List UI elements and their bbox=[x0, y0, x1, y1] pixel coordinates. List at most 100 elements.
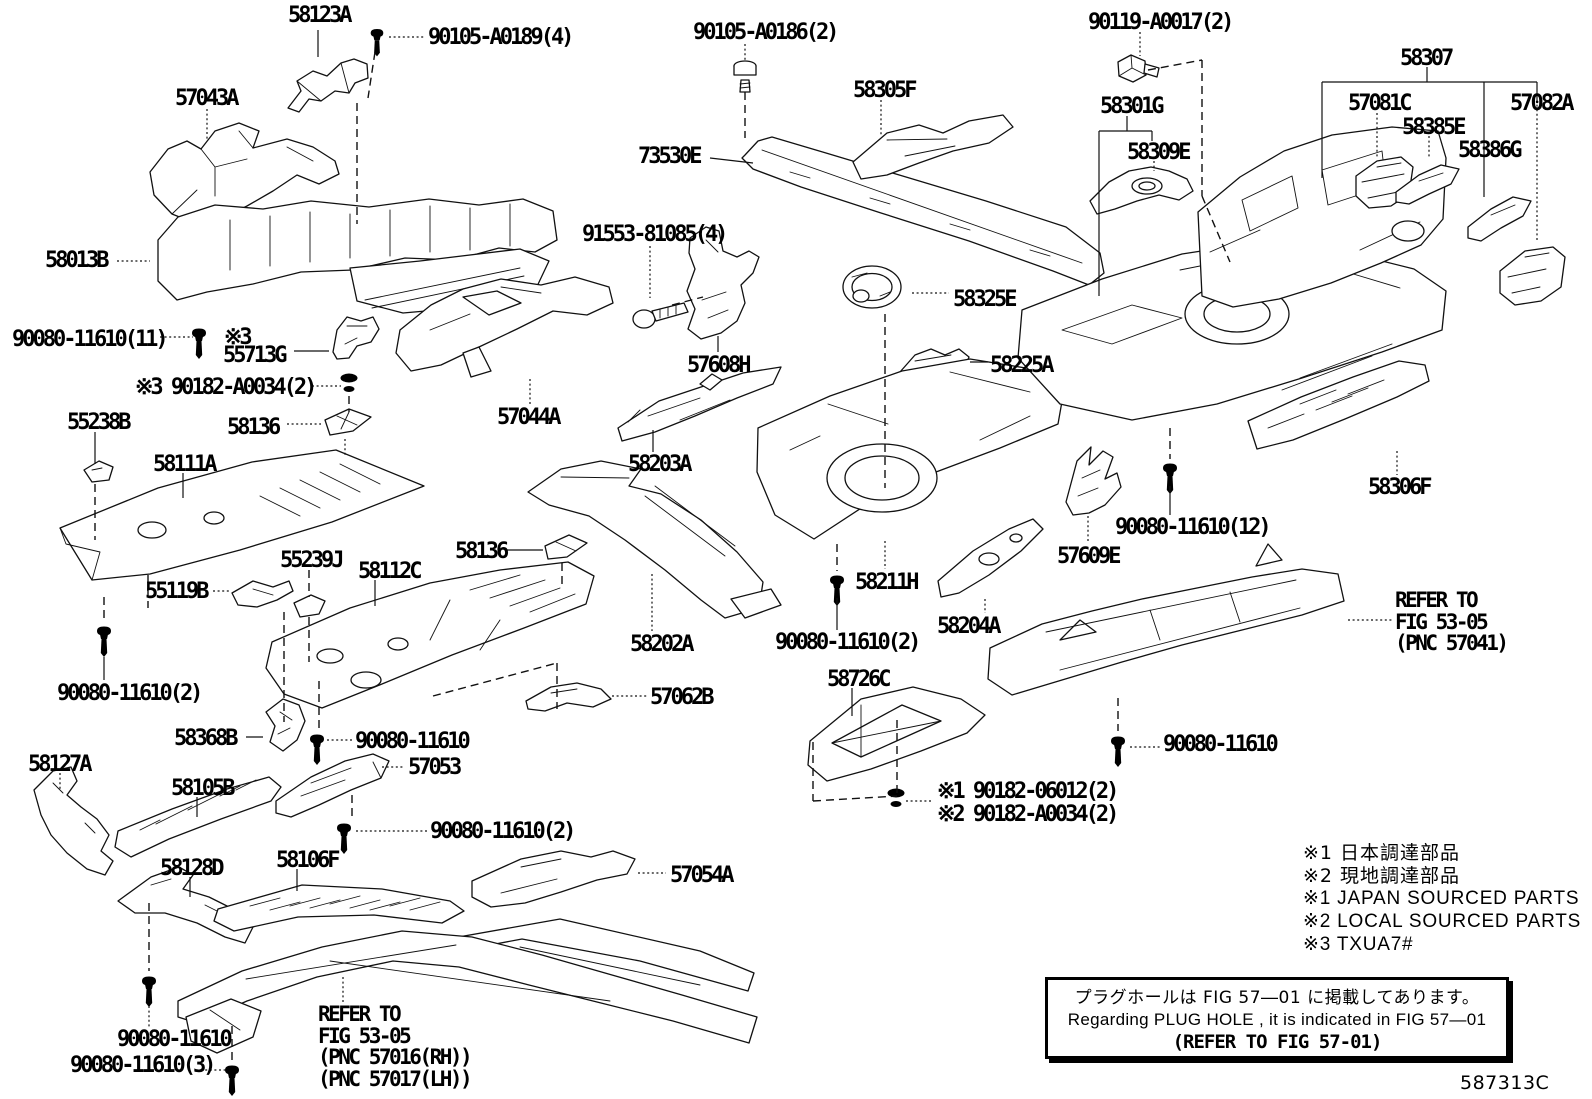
part-58368b-drawing bbox=[265, 698, 306, 752]
part-label-57044a[interactable]: 57044A bbox=[497, 405, 562, 430]
part-label-58013b[interactable]: 58013B bbox=[45, 248, 110, 273]
part-label-58106f[interactable]: 58106F bbox=[276, 848, 341, 873]
part-label-58127a[interactable]: 58127A bbox=[28, 752, 93, 777]
note-jp-1: ※1 日本調達部品 bbox=[1303, 842, 1461, 864]
part-label-90080-11610[interactable]: 90080-11610 bbox=[355, 729, 471, 754]
part-58202a-drawing bbox=[527, 460, 782, 619]
part-label-58325e[interactable]: 58325E bbox=[953, 287, 1018, 312]
part-label-90105-a0186-2[interactable]: 90105-A0186(2) bbox=[693, 20, 839, 45]
part-58136-front-drawing bbox=[324, 408, 372, 436]
part-label-1-90182-06012-2[interactable]: ※1 90182-06012(2) bbox=[937, 779, 1119, 804]
part-label-57054a[interactable]: 57054A bbox=[670, 863, 735, 888]
part-label-90080-11610-2[interactable]: 90080-11610(2) bbox=[430, 819, 576, 844]
part-label-58225a[interactable]: 58225A bbox=[990, 353, 1055, 378]
part-58306f-drawing bbox=[1247, 360, 1430, 450]
part-label-58204a[interactable]: 58204A bbox=[937, 614, 1002, 639]
part-label-58123a[interactable]: 58123A bbox=[288, 3, 353, 28]
part-label-58202a[interactable]: 58202A bbox=[630, 632, 695, 657]
part-label-3-90182-a0034-2[interactable]: ※3 90182-A0034(2) bbox=[135, 375, 317, 400]
part-label-55119b[interactable]: 55119B bbox=[145, 579, 210, 604]
part-label-57082a[interactable]: 57082A bbox=[1510, 91, 1575, 116]
part-label-90080-11610-2[interactable]: 90080-11610(2) bbox=[57, 681, 203, 706]
part-label-58385e[interactable]: 58385E bbox=[1402, 115, 1467, 140]
part-label-57062b[interactable]: 57062B bbox=[650, 685, 715, 710]
part-label-55238b[interactable]: 55238B bbox=[67, 410, 132, 435]
part-label-58211h[interactable]: 58211H bbox=[855, 570, 920, 595]
part-label-55239j[interactable]: 55239J bbox=[280, 548, 345, 573]
part-label-58301g[interactable]: 58301G bbox=[1100, 94, 1165, 119]
part-58136-center-drawing bbox=[544, 534, 588, 560]
part-label-58309e[interactable]: 58309E bbox=[1127, 140, 1192, 165]
leader-lines-dashed bbox=[94, 51, 1231, 1061]
part-91553-bolt-drawing bbox=[632, 302, 689, 329]
part-label-58112c[interactable]: 58112C bbox=[358, 559, 423, 584]
part-label-refer-to-fig-53-05-pnc-57041: REFER TO FIG 53-05 (PNC 57041) bbox=[1395, 588, 1509, 655]
part-58127a-drawing bbox=[33, 766, 114, 876]
part-label-90080-11610-2[interactable]: 90080-11610(2) bbox=[775, 630, 921, 655]
part-label-73530e[interactable]: 73530E bbox=[638, 144, 703, 169]
part-label-58128d[interactable]: 58128D bbox=[160, 856, 225, 881]
part-57044a-drawing bbox=[395, 276, 614, 378]
part-57608h-drawing bbox=[686, 226, 760, 340]
part-label-58136[interactable]: 58136 bbox=[227, 415, 281, 440]
part-label-90080-11610-12[interactable]: 90080-11610(12) bbox=[1115, 515, 1272, 540]
part-label-58305f[interactable]: 58305F bbox=[853, 78, 918, 103]
part-label-57608h[interactable]: 57608H bbox=[687, 353, 752, 378]
plug-hole-info-box: プラグホールは FIG 57―01 に掲載してあります。 Regarding P… bbox=[1045, 977, 1509, 1059]
part-label-58105b[interactable]: 58105B bbox=[171, 776, 236, 801]
part-label-3[interactable]: ※3 bbox=[224, 325, 253, 350]
part-label-90080-11610[interactable]: 90080-11610 bbox=[1163, 732, 1279, 757]
leader-lines-solid bbox=[94, 30, 1538, 897]
note-en-3: ※3 TXUA7# bbox=[1303, 934, 1414, 955]
part-label-2-90182-a0034-2[interactable]: ※2 90182-A0034(2) bbox=[937, 802, 1119, 827]
part-58203a-drawing bbox=[617, 366, 782, 442]
part-label-57609e[interactable]: 57609E bbox=[1057, 544, 1122, 569]
part-58309e-drawing bbox=[1089, 166, 1194, 215]
part-label-90080-11610-3[interactable]: 90080-11610(3) bbox=[70, 1053, 216, 1078]
part-58123a-drawing bbox=[287, 58, 369, 113]
part-label-58386g[interactable]: 58386G bbox=[1458, 138, 1523, 163]
part-label-58203a[interactable]: 58203A bbox=[628, 452, 693, 477]
part-55119b-drawing bbox=[231, 580, 294, 608]
part-57053-drawing bbox=[275, 753, 390, 818]
part-57062b-drawing bbox=[525, 682, 612, 712]
part-58204a-drawing bbox=[937, 518, 1044, 598]
part-58112c-drawing bbox=[265, 561, 595, 709]
part-label-58726c[interactable]: 58726C bbox=[827, 667, 892, 692]
part-label-57043a[interactable]: 57043A bbox=[175, 86, 240, 111]
part-55239j-drawing bbox=[293, 594, 326, 618]
plug-hole-note-en: Regarding PLUG HOLE , it is indicated in… bbox=[1067, 1010, 1487, 1029]
part-label-58307[interactable]: 58307 bbox=[1400, 46, 1454, 71]
part-58385e-drawing bbox=[1395, 164, 1460, 205]
part-label-58136[interactable]: 58136 bbox=[455, 539, 509, 564]
part-58325e-ring-drawing bbox=[842, 265, 902, 309]
part-label-57081c[interactable]: 57081C bbox=[1348, 91, 1413, 116]
part-label-90119-a0017-2[interactable]: 90119-A0017(2) bbox=[1088, 10, 1234, 35]
part-label-58306f[interactable]: 58306F bbox=[1368, 475, 1433, 500]
part-label-57053[interactable]: 57053 bbox=[408, 755, 462, 780]
part-55713g-drawing bbox=[332, 316, 380, 360]
part-label-91553-81085-4[interactable]: 91553-81085(4) bbox=[582, 222, 728, 247]
part-front-side-member-drawing bbox=[177, 918, 758, 1054]
note-en-1: ※1 JAPAN SOURCED PARTS bbox=[1303, 888, 1580, 909]
part-label-58111a[interactable]: 58111A bbox=[153, 452, 218, 477]
part-55238b-drawing bbox=[83, 460, 114, 483]
plug-hole-note-jp: プラグホールは FIG 57―01 に掲載してあります。 bbox=[1074, 988, 1480, 1008]
note-en-2: ※2 LOCAL SOURCED PARTS bbox=[1303, 911, 1582, 932]
part-label-90080-11610[interactable]: 90080-11610 bbox=[117, 1027, 233, 1052]
plug-hole-note-refer: (REFER TO FIG 57-01) bbox=[1172, 1031, 1383, 1053]
part-label-90080-11610-11[interactable]: 90080-11610(11) bbox=[12, 327, 169, 352]
part-label-55713g[interactable]: 55713G bbox=[223, 343, 288, 368]
note-jp-2: ※2 現地調達部品 bbox=[1303, 865, 1461, 887]
part-73530e-drawing bbox=[741, 136, 1105, 286]
part-frame-rail-right-drawing bbox=[987, 543, 1345, 696]
part-57609e-drawing bbox=[1065, 446, 1122, 516]
part-58111a-drawing bbox=[59, 449, 425, 581]
part-label-58368b[interactable]: 58368B bbox=[174, 726, 239, 751]
part-58386g-drawing bbox=[1467, 196, 1532, 242]
part-label-90105-a0189-4[interactable]: 90105-A0189(4) bbox=[428, 25, 574, 50]
part-58305f-drawing bbox=[852, 114, 1014, 180]
